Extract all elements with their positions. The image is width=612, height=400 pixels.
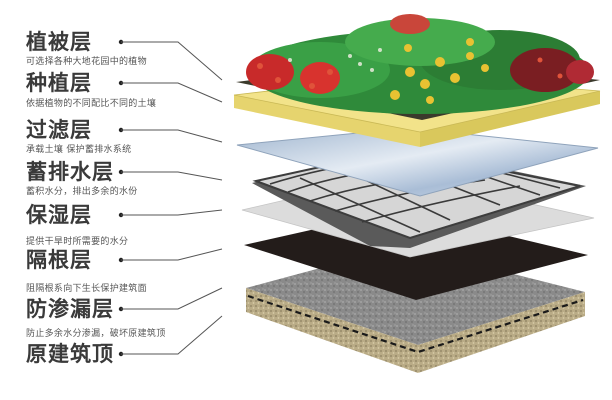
- leader-line: [121, 248, 223, 261]
- leader-line: [121, 315, 223, 355]
- layer-title: 蓄排水层: [26, 159, 114, 184]
- layer-description: 可选择各种大地花园中的植物: [26, 57, 147, 67]
- leader-line: [121, 129, 223, 143]
- layer-description: 蓄积水分，排出多余的水份: [26, 187, 138, 197]
- layer-title: 植被层: [26, 29, 92, 54]
- layer-title: 保湿层: [26, 202, 92, 227]
- leader-line: [121, 82, 223, 103]
- leader-lines: [118, 39, 223, 357]
- leader-line: [121, 209, 223, 216]
- layer-title: 种植层: [26, 70, 92, 95]
- layer-title: 隔根层: [26, 247, 92, 272]
- vegetation-layer: [236, 14, 600, 120]
- leader-line: [121, 287, 223, 310]
- layer-description: 提供干旱时所需要的水分: [26, 237, 129, 247]
- layer-title: 过滤层: [26, 117, 92, 142]
- filter-layer: [236, 127, 599, 197]
- layer-description: 阻隔根系向下生长保护建筑面: [26, 284, 147, 294]
- layer-title: 防渗漏层: [26, 296, 114, 321]
- layer-description: 依据植物的不同配比不同的土壤: [26, 99, 157, 109]
- layer-title: 原建筑顶: [26, 341, 114, 366]
- layer-description: 防止多余水分渗漏，破坏原建筑顶: [26, 329, 166, 339]
- leader-line: [121, 41, 223, 81]
- leader-line: [121, 171, 223, 181]
- layer-description: 承载土壤 保护蓄排水系统: [26, 145, 132, 155]
